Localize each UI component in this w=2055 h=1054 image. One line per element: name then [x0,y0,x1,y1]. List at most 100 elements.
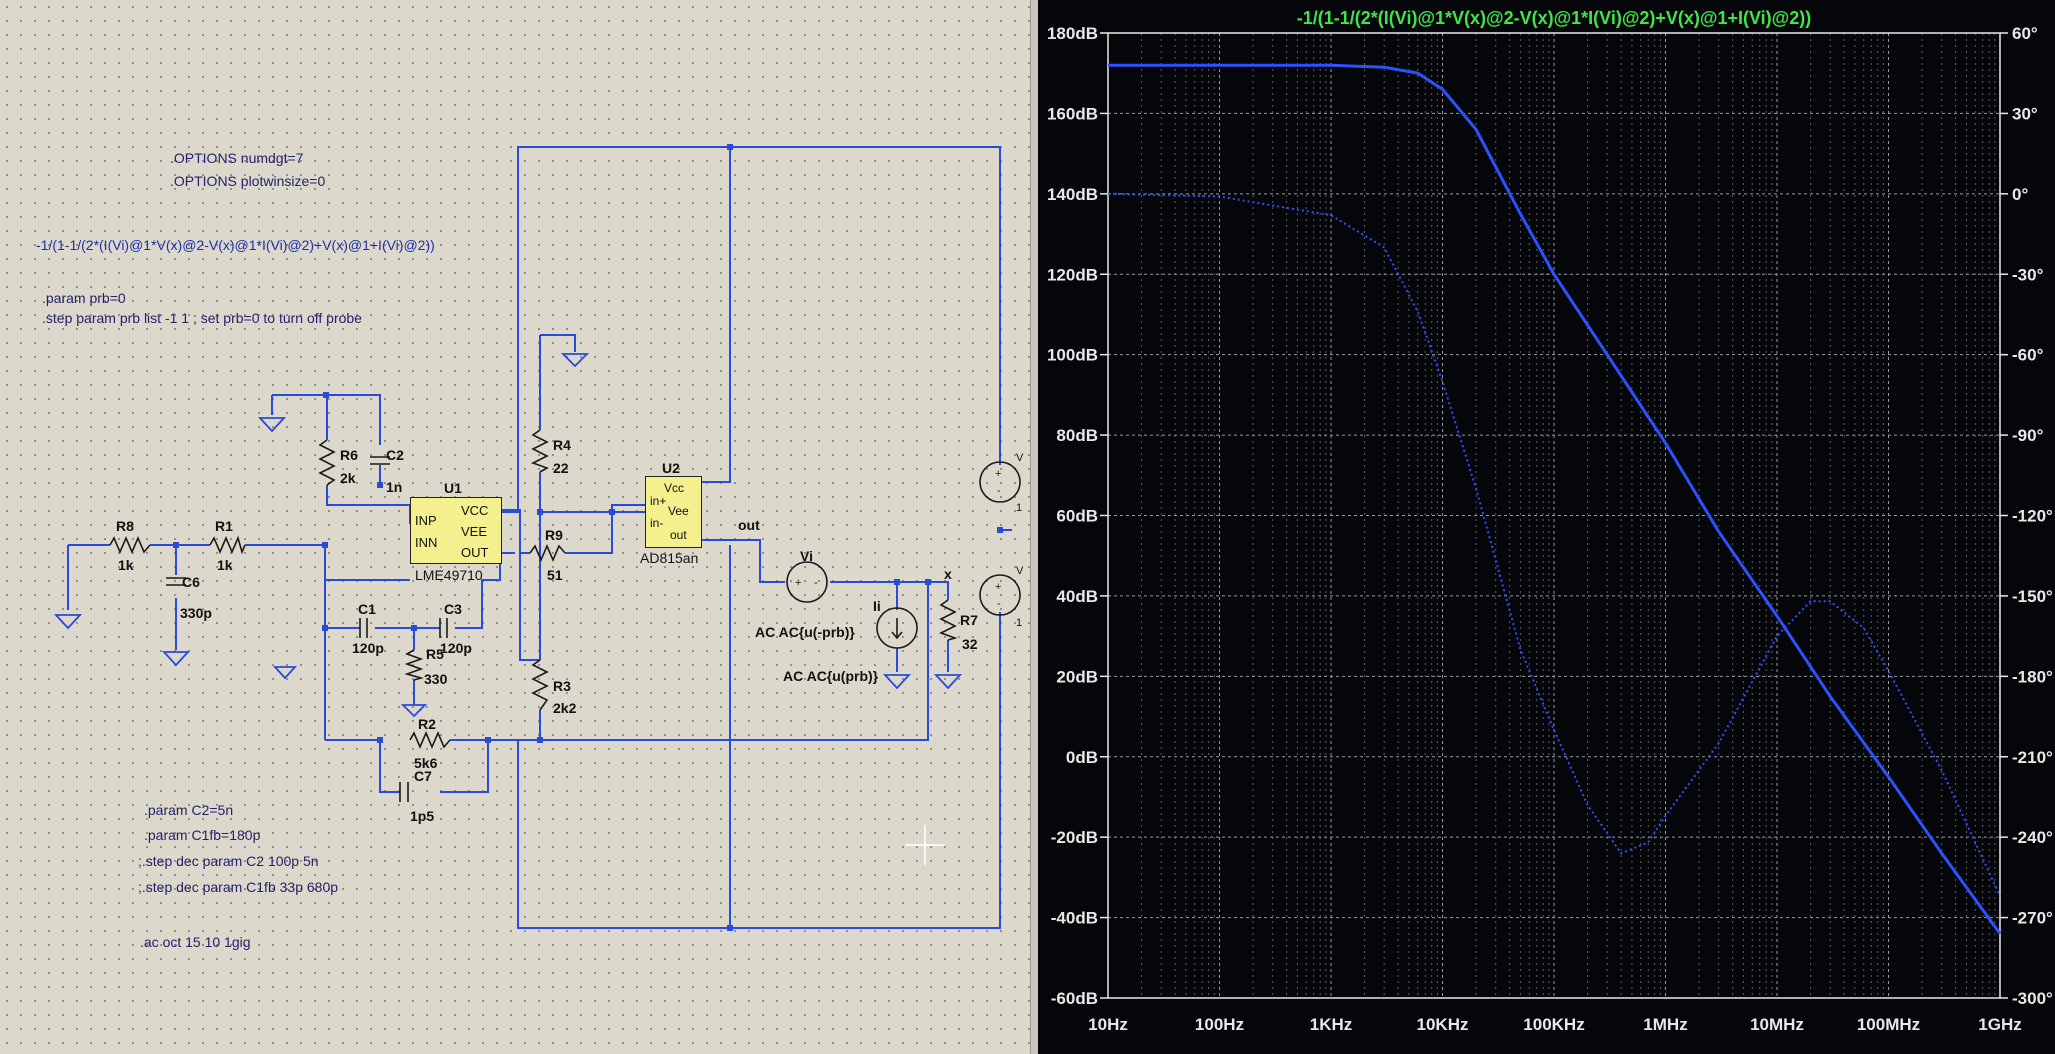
u1-name: U1 [444,480,462,496]
y-tick-label-db: 40dB [1056,587,1098,606]
u2-pin-vee: Vee [668,504,689,518]
u2-pin-vcc: Vcc [664,481,685,495]
r9-value[interactable]: 51 [547,567,563,583]
c7-name[interactable]: C7 [414,768,432,784]
r6-value[interactable]: 2k [340,470,356,486]
directive-expression[interactable]: -1/(1-1/(2*(I(Vi)@1*V(x)@2-V(x)@1*I(Vi)@… [36,237,435,253]
y-tick-label-db: 180dB [1047,24,1098,43]
x-tick-label: 1KHz [1310,1015,1353,1034]
u1-pin-inn: INN [415,535,438,550]
u2-part: AD815an [640,550,699,566]
u2-name: U2 [662,460,680,476]
y-tick-label-db: -60dB [1051,989,1098,1008]
directive-param-c1fb[interactable]: .param C1fb=180p [144,827,261,843]
x-tick-label: 100Hz [1195,1015,1244,1034]
u2-pin-inp: in+ [650,494,667,508]
opamp-u2[interactable]: Vcc in+ Vee in- out [645,476,702,548]
vsrc-bottom-label[interactable]: V [1016,565,1024,577]
opamp-u1[interactable]: INP INN VCC VEE OUT [410,497,502,564]
r8-value[interactable]: 1k [118,557,134,573]
u1-pin-vcc: VCC [461,503,489,518]
c2-value[interactable]: 1n [386,479,403,495]
net-label-x[interactable]: x [944,566,952,582]
y-tick-label-db: 80dB [1056,426,1098,445]
y-tick-label-db: 100dB [1047,346,1098,365]
r9-name[interactable]: R9 [545,527,563,543]
magnitude-trace[interactable] [1108,63,2002,935]
y-tick-label-deg: -150° [2012,587,2053,606]
y-tick-label-deg: -120° [2012,507,2053,526]
r2-value[interactable]: 5k6 [414,755,438,771]
r1-value[interactable]: 1k [217,557,233,573]
c3-name[interactable]: C3 [444,601,462,617]
r2-name[interactable]: R2 [418,716,436,732]
directive-plotwinsize[interactable]: .OPTIONS plotwinsize=0 [170,173,326,189]
u1-part: LME49710 [415,567,483,583]
vsrc-top-label[interactable]: V [1016,452,1024,464]
directive-param-c2[interactable]: .param C2=5n [144,802,234,818]
vsrc-bottom-value[interactable]: 1 [1016,617,1023,629]
directive-step-c1fb[interactable]: ;.step dec param C1fb 33p 680p [138,879,339,895]
directive-step-prb[interactable]: .step param prb list -1 1 ; set prb=0 to… [42,310,362,326]
y-tick-label-deg: -300° [2012,989,2053,1008]
wiring-diagram: +- +- +- [53,144,1021,931]
c3-value[interactable]: 120p [440,640,472,656]
r6-name[interactable]: R6 [340,447,358,463]
y-tick-label-deg: -270° [2012,909,2053,928]
r8-name[interactable]: R8 [116,518,134,534]
svg-text:-: - [997,598,1001,610]
r4-value[interactable]: 22 [553,460,569,476]
y-tick-label-db: -20dB [1051,828,1098,847]
ii-name[interactable]: Ii [873,598,881,614]
plot-trace-title[interactable]: -1/(1-1/(2*(I(Vi)@1*V(x)@2-V(x)@1*I(Vi)@… [1297,8,1811,28]
vsrc-top-value[interactable]: 1 [1016,502,1023,514]
y-tick-label-db: 20dB [1056,667,1098,686]
y-tick-label-db: 140dB [1047,185,1098,204]
y-tick-label-db: -40dB [1051,909,1098,928]
c7-value[interactable]: 1p5 [410,808,435,824]
y-tick-label-db: 0dB [1066,748,1098,767]
u2-pin-inn: in- [650,516,664,530]
x-tick-label: 10Hz [1088,1015,1128,1034]
directive-numdgt[interactable]: .OPTIONS numdgt=7 [170,150,304,166]
c6-name[interactable]: C6 [182,574,200,590]
source-vi-value[interactable]: AC AC{u(-prb)} [755,624,855,640]
c6-value[interactable]: 330p [180,605,212,621]
r1-name[interactable]: R1 [215,518,233,534]
net-label-out[interactable]: out [738,517,760,533]
schematic-editor[interactable]: .OPTIONS numdgt=7 .OPTIONS plotwinsize=0… [0,0,1030,1054]
x-tick-label: 1GHz [1978,1015,2021,1034]
plot-frame [1107,32,2001,999]
directive-ac-analysis[interactable]: .ac oct 15 10 1gig [140,934,251,950]
y-tick-label-deg: 0° [2012,185,2028,204]
x-tick-label: 10KHz [1417,1015,1469,1034]
r5-value[interactable]: 330 [424,671,448,687]
directive-param-prb[interactable]: .param prb=0 [42,290,126,306]
phase-trace[interactable] [1107,192,2001,897]
svg-text:+: + [995,468,1001,480]
r3-name[interactable]: R3 [553,678,571,694]
r7-name[interactable]: R7 [960,612,978,628]
c2-name[interactable]: C2 [386,447,404,463]
directive-step-c2[interactable]: ;.step dec param C2 100p 5n [138,853,319,869]
y-tick-label-deg: 30° [2012,104,2038,123]
vi-name[interactable]: Vi [800,548,813,564]
u1-pin-inp: INP [415,513,437,528]
y-tick-label-deg: -60° [2012,346,2044,365]
y-tick-label-db: 120dB [1047,265,1098,284]
c1-value[interactable]: 120p [352,640,384,656]
r5-name[interactable]: R5 [426,646,444,662]
y-tick-label-deg: -90° [2012,426,2044,445]
r4-name[interactable]: R4 [553,437,571,453]
source-ii-value[interactable]: AC AC{u(prb)} [783,668,879,684]
c1-name[interactable]: C1 [358,601,376,617]
u2-pin-out: out [670,528,687,542]
r3-value[interactable]: 2k2 [553,700,577,716]
y-tick-label-deg: -180° [2012,667,2053,686]
y-tick-label-deg: -30° [2012,265,2044,284]
y-tick-label-deg: -240° [2012,828,2053,847]
x-tick-label: 1MHz [1643,1015,1687,1034]
r7-value[interactable]: 32 [962,636,978,652]
